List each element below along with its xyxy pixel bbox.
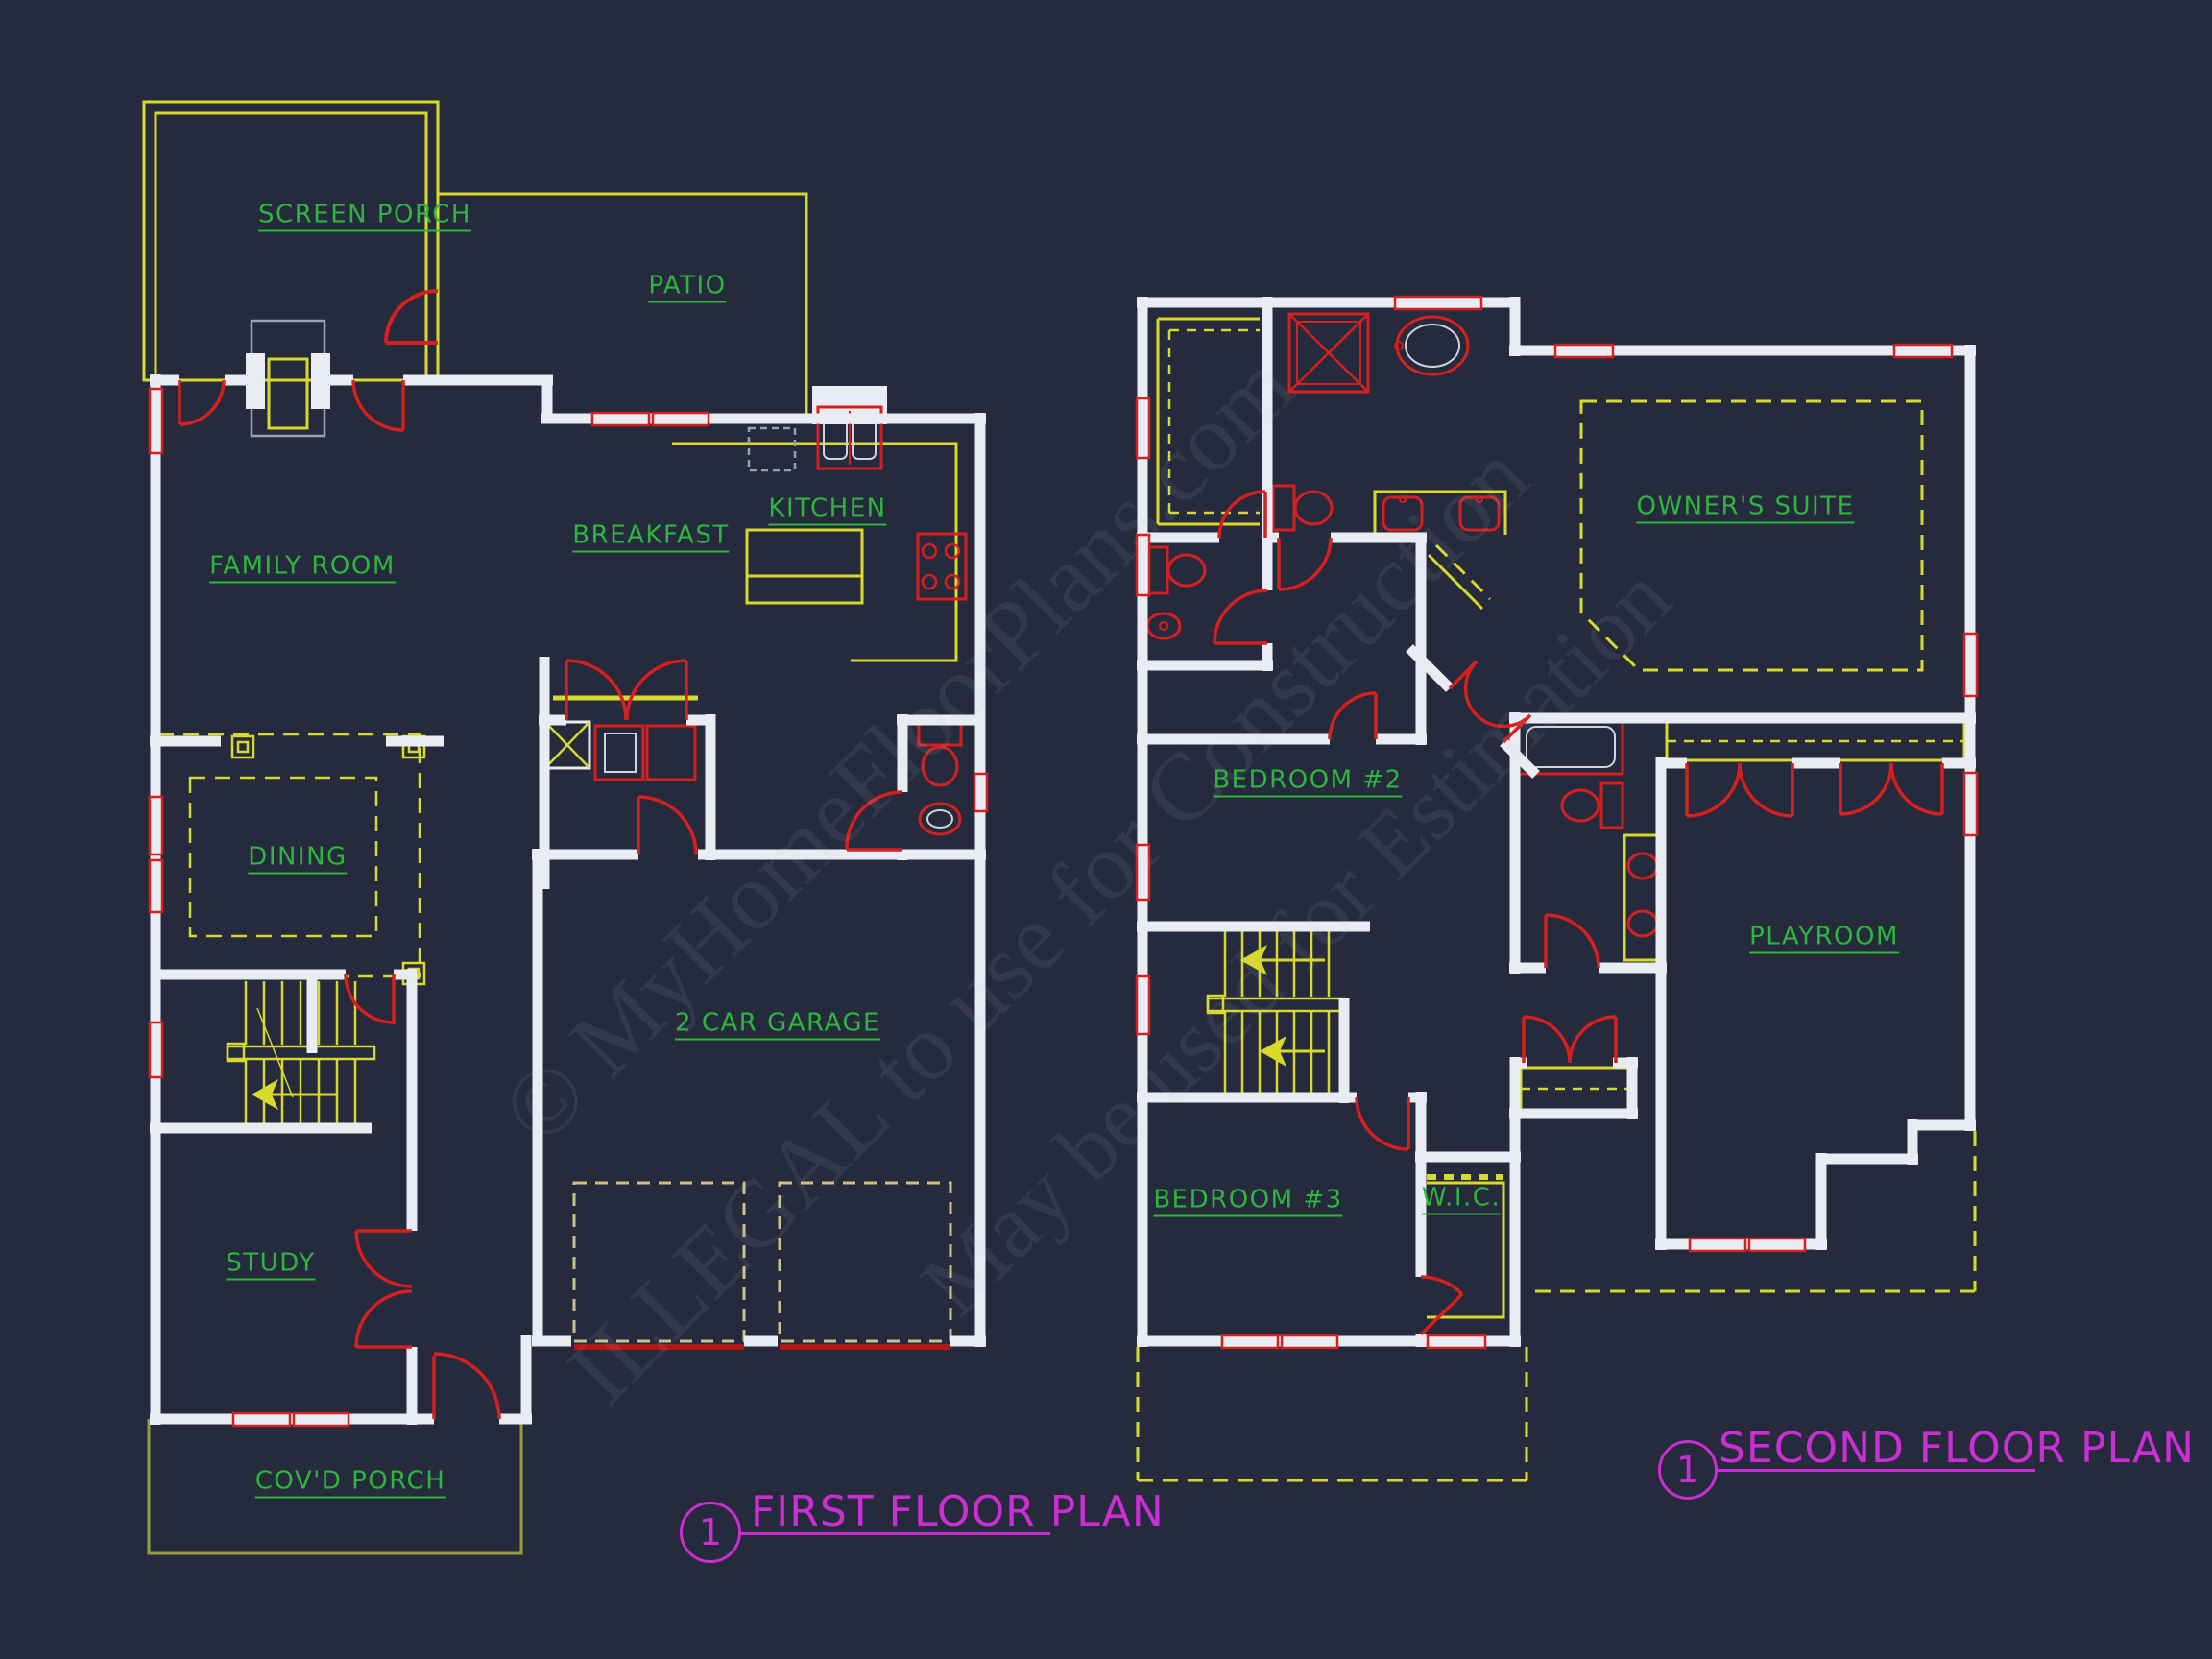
- room-label-breakfast: BREAKFAST: [572, 523, 730, 553]
- second-floor-windows: [1135, 295, 1979, 1350]
- room-label-wic: W.I.C.: [1421, 1186, 1502, 1215]
- room-label-dining: DINING: [248, 845, 348, 875]
- room-label-playroom: PLAYROOM: [1749, 925, 1899, 954]
- refrigerator-icon: [747, 426, 797, 472]
- first-floor-walls: [150, 374, 986, 1425]
- room-label-screen-porch: SCREEN PORCH: [258, 203, 471, 232]
- covd-porch-outline: [147, 1419, 523, 1555]
- second-floor-doors: [1213, 490, 1944, 1336]
- screen-porch-outline: [142, 100, 808, 419]
- room-label-covd-porch: COV'D PORCH: [254, 1469, 446, 1499]
- garden-tub-icon: [1394, 315, 1470, 376]
- second-floor-title-underline: [1715, 1469, 2035, 1472]
- second-floor-title: SECOND FLOOR PLAN: [1719, 1424, 2196, 1473]
- owner-vanity: [1373, 490, 1507, 535]
- first-floor-doors: [178, 289, 903, 1420]
- kitchen-counters: [553, 442, 958, 701]
- room-label-kitchen: KITCHEN: [768, 496, 887, 526]
- first-floor-title-marker: 1: [680, 1502, 741, 1563]
- room-label-patio: PATIO: [648, 274, 727, 303]
- room-label-family-room: FAMILY ROOM: [209, 554, 396, 584]
- first-floor-title-underline: [741, 1532, 1050, 1535]
- owner-toilet-icon: [1271, 484, 1334, 532]
- chase-line: [1427, 553, 1484, 611]
- room-label-garage: 2 CAR GARAGE: [675, 1011, 880, 1041]
- second-floor-title-marker: 1: [1658, 1440, 1718, 1500]
- room-label-bedroom-2: BEDROOM #2: [1213, 768, 1403, 798]
- range-icon: [916, 532, 968, 601]
- owner-shower-icon: [1287, 312, 1370, 394]
- room-label-bedroom-3: BEDROOM #3: [1153, 1188, 1343, 1217]
- second-floor-plan: [1135, 295, 1979, 1482]
- kitchen-sink-icon: [812, 386, 887, 470]
- powder-sink-icon: [918, 802, 962, 836]
- second-floor-closets: [1156, 317, 1966, 1319]
- room-label-owners-suite: OWNER'S SUITE: [1636, 494, 1855, 524]
- first-floor-stairs: [226, 981, 376, 1125]
- first-floor-windows: [148, 387, 989, 1428]
- fireplace-icon: [246, 319, 330, 438]
- second-floor-walls: [1137, 297, 1976, 1347]
- room-label-study: STUDY: [226, 1251, 316, 1281]
- first-floor-title: FIRST FLOOR PLAN: [751, 1487, 1165, 1536]
- second-floor-dashed: [1136, 399, 1977, 1482]
- mudroom-fixtures: [543, 720, 697, 781]
- first-floor-plan: [142, 100, 989, 1555]
- garage-doors: [572, 1181, 952, 1350]
